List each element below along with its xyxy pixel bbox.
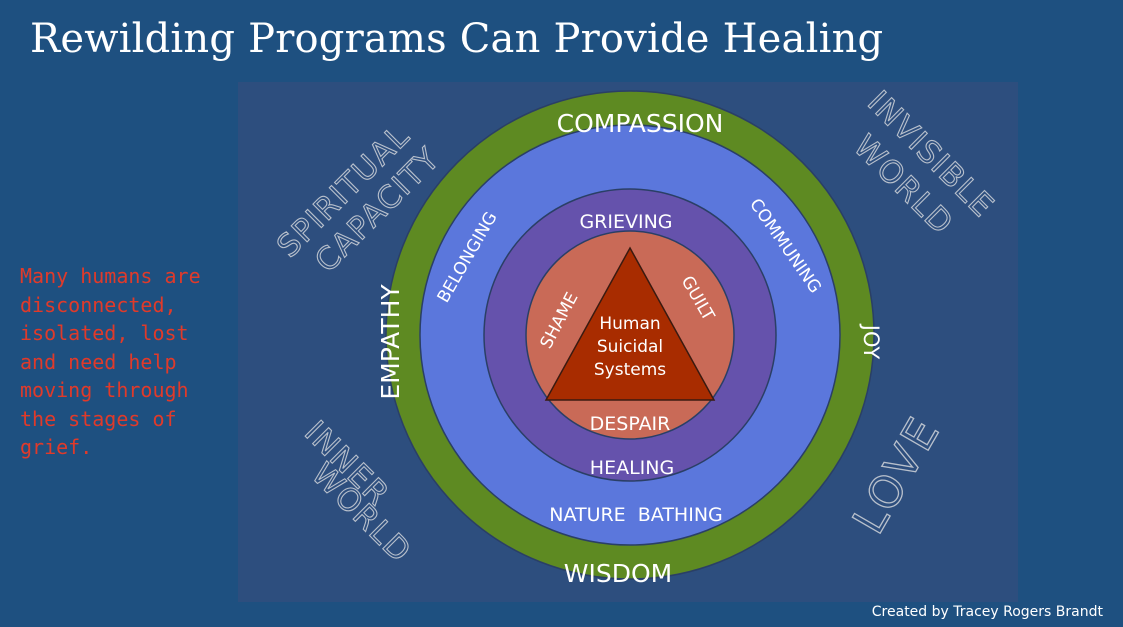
triangle-line-1: Human xyxy=(599,314,660,334)
label-joy: JOY xyxy=(859,323,883,360)
label-empathy: EMPATHY xyxy=(376,284,405,400)
label-grieving: GRIEVING xyxy=(579,211,672,233)
label-nature-bathing: NATURE BATHING xyxy=(549,504,723,526)
label-despair: DESPAIR xyxy=(590,413,671,435)
side-text: Many humans are disconnected, isolated, … xyxy=(20,264,201,459)
core-triangle xyxy=(544,246,716,401)
label-healing: HEALING xyxy=(590,457,674,479)
healing-diagram: SPIRITUAL CAPACITY INVISIBLE WORLD INNER… xyxy=(238,82,1018,602)
triangle-line-2: Suicidal xyxy=(597,337,663,357)
label-wisdom: WISDOM xyxy=(564,559,672,588)
credit-text: Created by Tracey Rogers Brandt xyxy=(871,604,1103,620)
label-compassion: COMPASSION xyxy=(557,109,724,138)
page-title: Rewilding Programs Can Provide Healing xyxy=(30,16,884,62)
triangle-line-3: Systems xyxy=(594,360,666,380)
